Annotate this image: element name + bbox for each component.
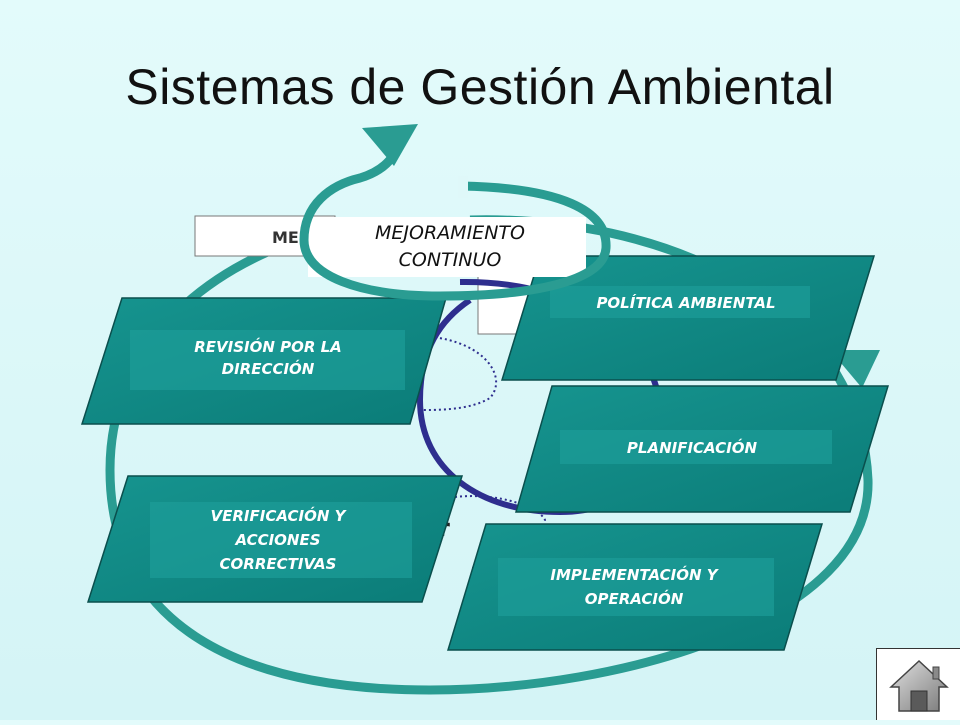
box-implementacion-line-1: IMPLEMENTACIÓN Y: [550, 565, 719, 584]
back-label-text: ME: [272, 228, 299, 247]
box-planificacion-line-1: PLANIFICACIÓN: [627, 438, 758, 457]
box-planificacion: PLANIFICACIÓN: [515, 385, 890, 513]
box-revision-line-2: DIRECCIÓN: [222, 359, 315, 378]
improvement-arrowhead-icon: [362, 124, 418, 166]
home-icon: [889, 659, 949, 712]
improvement-arrow: [299, 138, 611, 301]
box-implementacion-line-2: OPERACIÓN: [585, 589, 684, 608]
box-revision: REVISIÓN POR LA DIRECCIÓN: [80, 297, 447, 425]
center-label-box: [308, 217, 586, 277]
page-title: Sistemas de Gestión Ambiental: [125, 59, 835, 115]
center-label-line-1: MEJORAMIENTO: [375, 222, 525, 244]
box-politica-line-1: POLÍTICA AMBIENTAL: [596, 293, 775, 312]
box-verificacion: VERIFICACIÓN Y ACCIONES CORRECTIVAS: [86, 475, 464, 603]
box-verificacion-line-2: ACCIONES: [234, 531, 320, 549]
box-revision-line-1: REVISIÓN POR LA: [194, 337, 342, 356]
box-verificacion-line-1: VERIFICACIÓN Y: [211, 506, 348, 525]
box-verificacion-line-3: CORRECTIVAS: [220, 555, 337, 573]
box-implementacion: IMPLEMENTACIÓN Y OPERACIÓN: [446, 523, 824, 651]
improvement-arrow-gap: [458, 176, 468, 198]
home-button[interactable]: [876, 648, 960, 720]
center-label-line-2: CONTINUO: [399, 249, 502, 271]
dotted-arc-top: [414, 335, 498, 411]
box-politica: POLÍTICA AMBIENTAL: [500, 255, 876, 381]
